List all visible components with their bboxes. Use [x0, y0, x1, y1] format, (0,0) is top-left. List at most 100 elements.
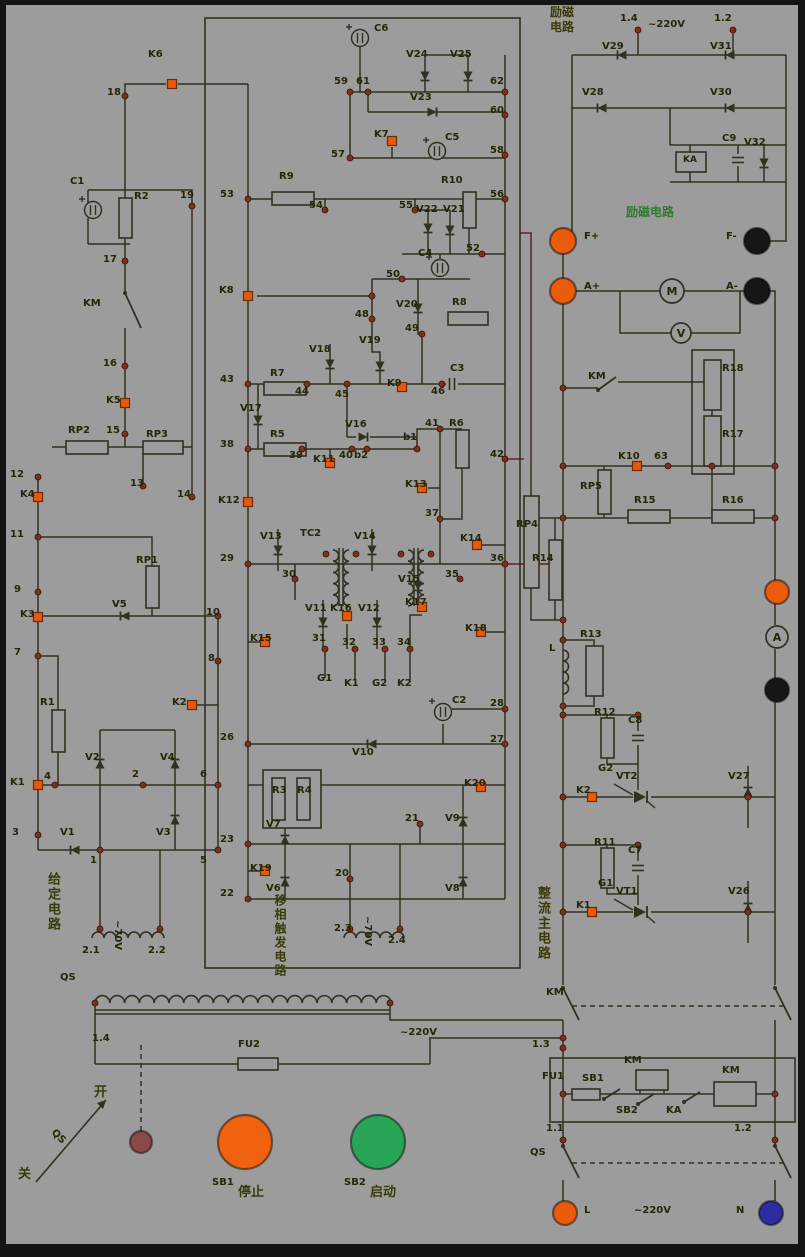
junction-dot — [321, 206, 329, 214]
pivot — [602, 1097, 606, 1101]
label-6: 6 — [200, 769, 207, 780]
label-VT1: VT1 — [616, 886, 638, 897]
label-10: 10 — [206, 607, 220, 618]
diode-V24 — [420, 71, 430, 81]
button-SB2-start[interactable] — [349, 1113, 407, 1171]
label-19: 19 — [180, 190, 194, 201]
label-cn-45: 开 — [94, 1085, 108, 1100]
wire — [409, 614, 422, 649]
resistor-R18 — [703, 359, 722, 411]
terminal-K1-right[interactable] — [586, 906, 598, 918]
transformer-primary — [94, 994, 392, 1004]
terminal-K4[interactable] — [32, 491, 44, 503]
post-A-[interactable] — [742, 276, 772, 306]
terminal-K3[interactable] — [32, 611, 44, 623]
terminal-K6[interactable] — [166, 78, 178, 90]
label-V11: V11 — [305, 603, 327, 614]
terminal-K18[interactable] — [475, 626, 487, 638]
label-cn-49: 停止 — [238, 1185, 265, 1200]
label-V18: V18 — [309, 344, 331, 355]
cap-gap — [446, 377, 458, 391]
terminal-K19[interactable] — [259, 865, 271, 877]
switch-KM-field[interactable] — [597, 376, 617, 391]
contact-KM-main-2[interactable] — [774, 987, 792, 1021]
terminal-K14[interactable] — [471, 539, 483, 551]
button-SB2-contact[interactable] — [637, 1093, 655, 1105]
pivot — [773, 986, 777, 990]
label-2.3: 2.3 — [334, 923, 352, 934]
label-VT2: VT2 — [616, 771, 638, 782]
label-54: 54 — [309, 200, 323, 211]
terminal-K7[interactable] — [386, 135, 398, 147]
label-V15: V15 — [398, 574, 420, 585]
label-SB1: SB1 — [212, 1177, 234, 1188]
button-SB1-contact[interactable] — [603, 1088, 621, 1100]
terminal-K8[interactable] — [242, 290, 254, 302]
resistor-R5 — [263, 442, 307, 457]
resistor-FU2 — [237, 1057, 279, 1071]
post-N[interactable] — [757, 1199, 785, 1227]
label-~70V: ~70V — [362, 916, 373, 947]
label-R10: R10 — [441, 175, 463, 186]
label-R7: R7 — [270, 368, 285, 379]
terminal-K2-right[interactable] — [586, 791, 598, 803]
label-L: L — [549, 643, 556, 654]
junction-dot — [744, 793, 752, 801]
terminal-K10[interactable] — [631, 460, 643, 472]
post-A+[interactable] — [548, 276, 578, 306]
terminal-K2-left[interactable] — [186, 699, 198, 711]
label-G1: G1 — [598, 878, 614, 889]
switch-QS-1[interactable] — [562, 1145, 580, 1179]
terminal-K20[interactable] — [475, 781, 487, 793]
km-coil-box — [713, 1081, 757, 1107]
label-F+: F+ — [584, 231, 600, 242]
terminal-K5[interactable] — [119, 397, 131, 409]
label-KA: KA — [666, 1105, 682, 1116]
terminal-K12[interactable] — [242, 496, 254, 508]
terminal-K16[interactable] — [341, 610, 353, 622]
post-orange-mid[interactable] — [763, 578, 791, 606]
terminal-K15[interactable] — [259, 636, 271, 648]
terminal-K17[interactable] — [416, 601, 428, 613]
switch-KM-left[interactable] — [124, 292, 142, 329]
label-17: 17 — [103, 254, 117, 265]
label-G2: G2 — [598, 763, 614, 774]
label-20: 20 — [335, 868, 349, 879]
terminal-K1-left[interactable] — [32, 779, 44, 791]
post-F-[interactable] — [742, 226, 772, 256]
label-C6: C6 — [374, 23, 389, 34]
junction-dot — [413, 445, 421, 453]
label-11: 11 — [10, 529, 24, 540]
label-57: 57 — [331, 149, 345, 160]
contact-KA[interactable] — [683, 1091, 701, 1103]
label-C7: C7 — [628, 845, 643, 856]
knob-QS[interactable] — [128, 1129, 154, 1155]
label-K2: K2 — [397, 678, 412, 689]
label-8: 8 — [208, 653, 215, 664]
label-cn-37: 给定电路 — [45, 872, 60, 932]
wire — [770, 230, 787, 242]
label-K4: K4 — [20, 489, 35, 500]
label-K16: K16 — [330, 603, 352, 614]
label-56: 56 — [490, 189, 504, 200]
label-C4: C4 — [418, 248, 433, 259]
contact-KM-main-1[interactable] — [562, 987, 580, 1021]
diode-V12 — [372, 617, 382, 627]
post-F+[interactable] — [548, 226, 578, 256]
terminal-K13[interactable] — [416, 482, 428, 494]
post-black-mid[interactable] — [763, 676, 791, 704]
terminal-K9[interactable] — [396, 381, 408, 393]
junction-dot — [91, 999, 99, 1007]
junction-dot — [34, 533, 42, 541]
button-SB1-stop[interactable] — [216, 1113, 274, 1171]
terminal-K11[interactable] — [324, 457, 336, 469]
label-55: 55 — [399, 200, 413, 211]
post-L[interactable] — [551, 1199, 579, 1227]
label-V5: V5 — [112, 599, 127, 610]
diode-V1 — [70, 845, 80, 855]
junction-dot — [121, 430, 129, 438]
label-9: 9 — [14, 584, 21, 595]
diode-V27 — [743, 787, 753, 797]
switch-QS-2[interactable] — [774, 1145, 792, 1179]
